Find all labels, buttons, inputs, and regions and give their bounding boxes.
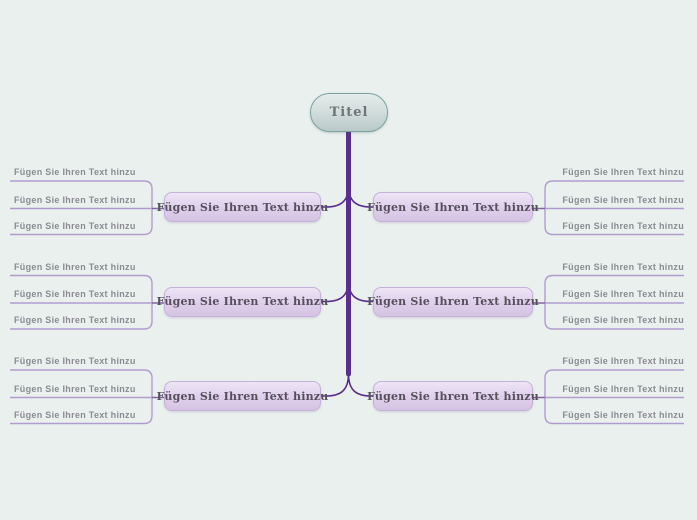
subtopic-right-3-2[interactable]: Fügen Sie Ihren Text hinzu bbox=[562, 383, 684, 394]
main-topic-left-2[interactable]: Fügen Sie Ihren Text hinzu bbox=[157, 286, 328, 317]
root-topic-node[interactable]: Titel bbox=[310, 93, 388, 132]
subtopic-right-3-1[interactable]: Fügen Sie Ihren Text hinzu bbox=[562, 356, 684, 366]
subtopic-left-1-3[interactable]: Fügen Sie Ihren Text hinzu bbox=[14, 220, 136, 231]
main-topic-left-3[interactable]: Fügen Sie Ihren Text hinzu bbox=[157, 381, 328, 411]
subtopic-right-2-1[interactable]: Fügen Sie Ihren Text hinzu bbox=[562, 261, 684, 272]
main-topic-left-1[interactable]: Fügen Sie Ihren Text hinzu bbox=[157, 192, 328, 222]
subtopic-right-1-2[interactable]: Fügen Sie Ihren Text hinzu bbox=[562, 194, 684, 205]
main-topic-right-2[interactable]: Fügen Sie Ihren Text hinzu bbox=[367, 286, 539, 317]
subtopic-right-2-2[interactable]: Fügen Sie Ihren Text hinzu bbox=[562, 289, 684, 299]
subtopic-left-1-2[interactable]: Fügen Sie Ihren Text hinzu bbox=[14, 194, 136, 205]
subtopic-right-2-3[interactable]: Fügen Sie Ihren Text hinzu bbox=[562, 315, 684, 325]
subtopic-left-2-3[interactable]: Fügen Sie Ihren Text hinzu bbox=[14, 315, 136, 325]
subtopic-right-1-1[interactable]: Fügen Sie Ihren Text hinzu bbox=[562, 167, 684, 177]
subtopic-right-3-3[interactable]: Fügen Sie Ihren Text hinzu bbox=[562, 409, 684, 420]
subtopic-left-3-3[interactable]: Fügen Sie Ihren Text hinzu bbox=[14, 409, 136, 420]
subtopic-left-2-2[interactable]: Fügen Sie Ihren Text hinzu bbox=[14, 289, 136, 299]
subtopic-left-2-1[interactable]: Fügen Sie Ihren Text hinzu bbox=[14, 261, 136, 272]
main-topic-right-3[interactable]: Fügen Sie Ihren Text hinzu bbox=[367, 381, 539, 411]
subtopic-left-1-1[interactable]: Fügen Sie Ihren Text hinzu bbox=[14, 167, 136, 177]
subtopic-left-3-2[interactable]: Fügen Sie Ihren Text hinzu bbox=[14, 383, 136, 394]
subtopic-left-3-1[interactable]: Fügen Sie Ihren Text hinzu bbox=[14, 356, 136, 366]
subtopic-right-1-3[interactable]: Fügen Sie Ihren Text hinzu bbox=[562, 220, 684, 231]
main-topic-right-1[interactable]: Fügen Sie Ihren Text hinzu bbox=[367, 192, 539, 222]
